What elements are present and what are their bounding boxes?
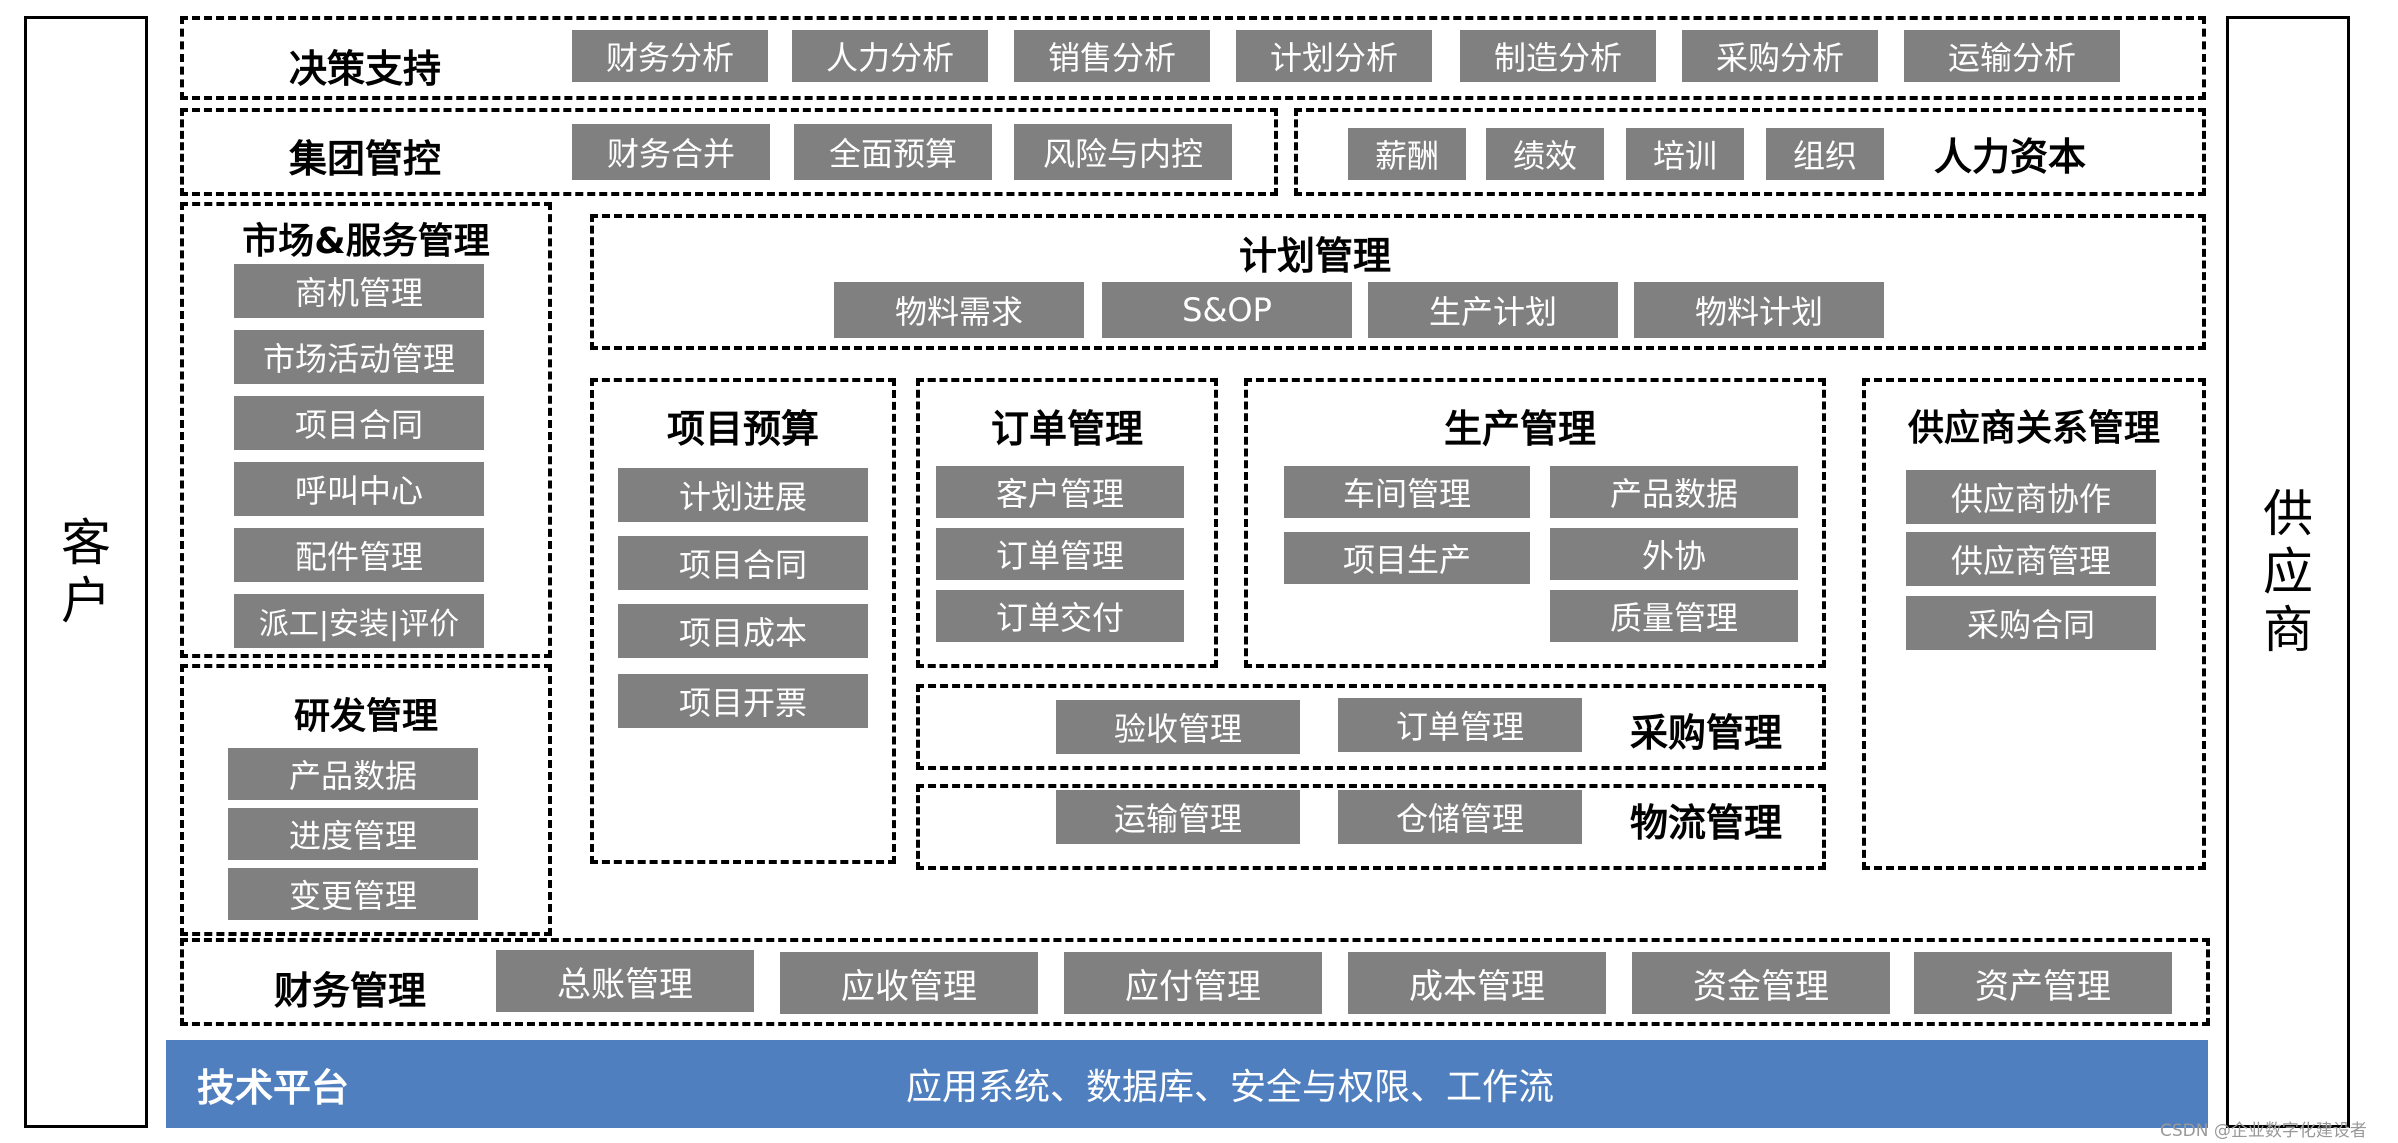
customer-label: 客 户 bbox=[24, 16, 148, 1128]
rd-title: 研发管理 bbox=[293, 696, 438, 737]
hr-item-organization: 组织 bbox=[1766, 128, 1884, 180]
market-service-title: 市场&服务管理 bbox=[242, 221, 490, 262]
decision-item-sales-analysis: 销售分析 bbox=[1014, 30, 1210, 82]
order-item-delivery: 订单交付 bbox=[936, 590, 1184, 642]
production-item-quality: 质量管理 bbox=[1550, 590, 1798, 642]
market-item-parts: 配件管理 bbox=[234, 528, 484, 582]
project-item-cost: 项目成本 bbox=[618, 604, 868, 658]
hr-item-performance: 绩效 bbox=[1486, 128, 1604, 180]
supplier-label-char-1: 供 bbox=[2263, 485, 2313, 543]
production-item-project: 项目生产 bbox=[1284, 532, 1530, 584]
human-capital-section bbox=[1294, 108, 2206, 196]
hr-item-salary: 薪酬 bbox=[1348, 128, 1466, 180]
group-item-risk-control: 风险与内控 bbox=[1014, 124, 1232, 180]
decision-item-purchase-analysis: 采购分析 bbox=[1682, 30, 1878, 82]
logistics-item-transport: 运输管理 bbox=[1056, 790, 1300, 844]
plan-management-title: 计划管理 bbox=[1238, 233, 1391, 278]
finance-item-funds: 资金管理 bbox=[1632, 952, 1890, 1014]
plan-item-sop: S&OP bbox=[1102, 282, 1352, 338]
purchase-management-title: 采购管理 bbox=[1629, 710, 1782, 755]
technology-platform-bar bbox=[166, 1040, 2208, 1128]
customer-label-char-1: 客 bbox=[61, 514, 111, 572]
decision-support-title: 决策支持 bbox=[288, 46, 441, 91]
project-item-invoice: 项目开票 bbox=[618, 674, 868, 728]
group-item-financial-consolidation: 财务合并 bbox=[572, 124, 770, 180]
plan-item-material-plan: 物料计划 bbox=[1634, 282, 1884, 338]
supplier-column bbox=[2226, 16, 2350, 1128]
supplier-label: 供 应 商 bbox=[2226, 16, 2350, 1128]
finance-item-payables: 应付管理 bbox=[1064, 952, 1322, 1014]
production-item-workshop: 车间管理 bbox=[1284, 466, 1530, 518]
group-control-section bbox=[180, 108, 1278, 196]
market-item-project-contract: 项目合同 bbox=[234, 396, 484, 450]
market-item-opportunity: 商机管理 bbox=[234, 264, 484, 318]
group-item-full-budget: 全面预算 bbox=[794, 124, 992, 180]
project-budget-title: 项目预算 bbox=[666, 406, 819, 451]
decision-item-manufacturing-analysis: 制造分析 bbox=[1460, 30, 1656, 82]
customer-column bbox=[24, 16, 148, 1128]
hr-item-training: 培训 bbox=[1626, 128, 1744, 180]
plan-management-section bbox=[590, 214, 2206, 350]
decision-item-hr-analysis: 人力分析 bbox=[792, 30, 988, 82]
srm-item-supplier-management: 供应商管理 bbox=[1906, 532, 2156, 586]
rd-item-progress: 进度管理 bbox=[228, 808, 478, 860]
decision-support-section bbox=[180, 16, 2206, 100]
purchase-management-section bbox=[916, 684, 1826, 770]
order-management-title: 订单管理 bbox=[990, 406, 1143, 451]
production-management-section bbox=[1244, 378, 1826, 668]
market-service-section bbox=[180, 202, 552, 658]
technology-platform-title: 技术平台 bbox=[196, 1065, 349, 1110]
rd-section bbox=[180, 664, 552, 936]
decision-item-finance-analysis: 财务分析 bbox=[572, 30, 768, 82]
group-control-title: 集团管控 bbox=[288, 136, 441, 181]
plan-item-material-demand: 物料需求 bbox=[834, 282, 1084, 338]
srm-title: 供应商关系管理 bbox=[1907, 408, 2160, 449]
production-management-title: 生产管理 bbox=[1443, 406, 1596, 451]
purchase-item-order: 订单管理 bbox=[1338, 698, 1582, 752]
production-item-product-data: 产品数据 bbox=[1550, 466, 1798, 518]
plan-item-production-plan: 生产计划 bbox=[1368, 282, 1618, 338]
rd-item-product-data: 产品数据 bbox=[228, 748, 478, 800]
finance-management-title: 财务管理 bbox=[273, 968, 426, 1013]
logistics-item-warehouse: 仓储管理 bbox=[1338, 790, 1582, 844]
customer-label-char-2: 户 bbox=[61, 572, 111, 630]
srm-item-purchase-contract: 采购合同 bbox=[1906, 596, 2156, 650]
order-item-customer: 客户管理 bbox=[936, 466, 1184, 518]
project-item-contract: 项目合同 bbox=[618, 536, 868, 590]
market-item-campaign: 市场活动管理 bbox=[234, 330, 484, 384]
logistics-management-title: 物流管理 bbox=[1629, 800, 1782, 845]
supplier-label-char-2: 应 bbox=[2263, 543, 2313, 601]
finance-item-cost: 成本管理 bbox=[1348, 952, 1606, 1014]
production-item-outsourcing: 外协 bbox=[1550, 528, 1798, 580]
order-item-order: 订单管理 bbox=[936, 528, 1184, 580]
rd-item-change: 变更管理 bbox=[228, 868, 478, 920]
decision-item-plan-analysis: 计划分析 bbox=[1236, 30, 1432, 82]
project-item-progress: 计划进展 bbox=[618, 468, 868, 522]
finance-management-section bbox=[180, 938, 2210, 1026]
human-capital-title: 人力资本 bbox=[1933, 134, 2086, 179]
market-item-dispatch: 派工|安装|评价 bbox=[234, 594, 484, 648]
srm-item-collaboration: 供应商协作 bbox=[1906, 470, 2156, 524]
technology-platform-description: 应用系统、数据库、安全与权限、工作流 bbox=[905, 1067, 1554, 1108]
market-item-call-center: 呼叫中心 bbox=[234, 462, 484, 516]
finance-item-receivables: 应收管理 bbox=[780, 952, 1038, 1014]
srm-section bbox=[1862, 378, 2206, 870]
finance-item-assets: 资产管理 bbox=[1914, 952, 2172, 1014]
decision-item-transport-analysis: 运输分析 bbox=[1904, 30, 2120, 82]
purchase-item-acceptance: 验收管理 bbox=[1056, 700, 1300, 754]
watermark: CSDN @企业数字化建设者 bbox=[2160, 1121, 2367, 1141]
supplier-label-char-3: 商 bbox=[2263, 601, 2313, 659]
order-management-section bbox=[916, 378, 1218, 668]
logistics-management-section bbox=[916, 784, 1826, 870]
project-budget-section bbox=[590, 378, 896, 864]
finance-item-general-ledger: 总账管理 bbox=[496, 950, 754, 1012]
